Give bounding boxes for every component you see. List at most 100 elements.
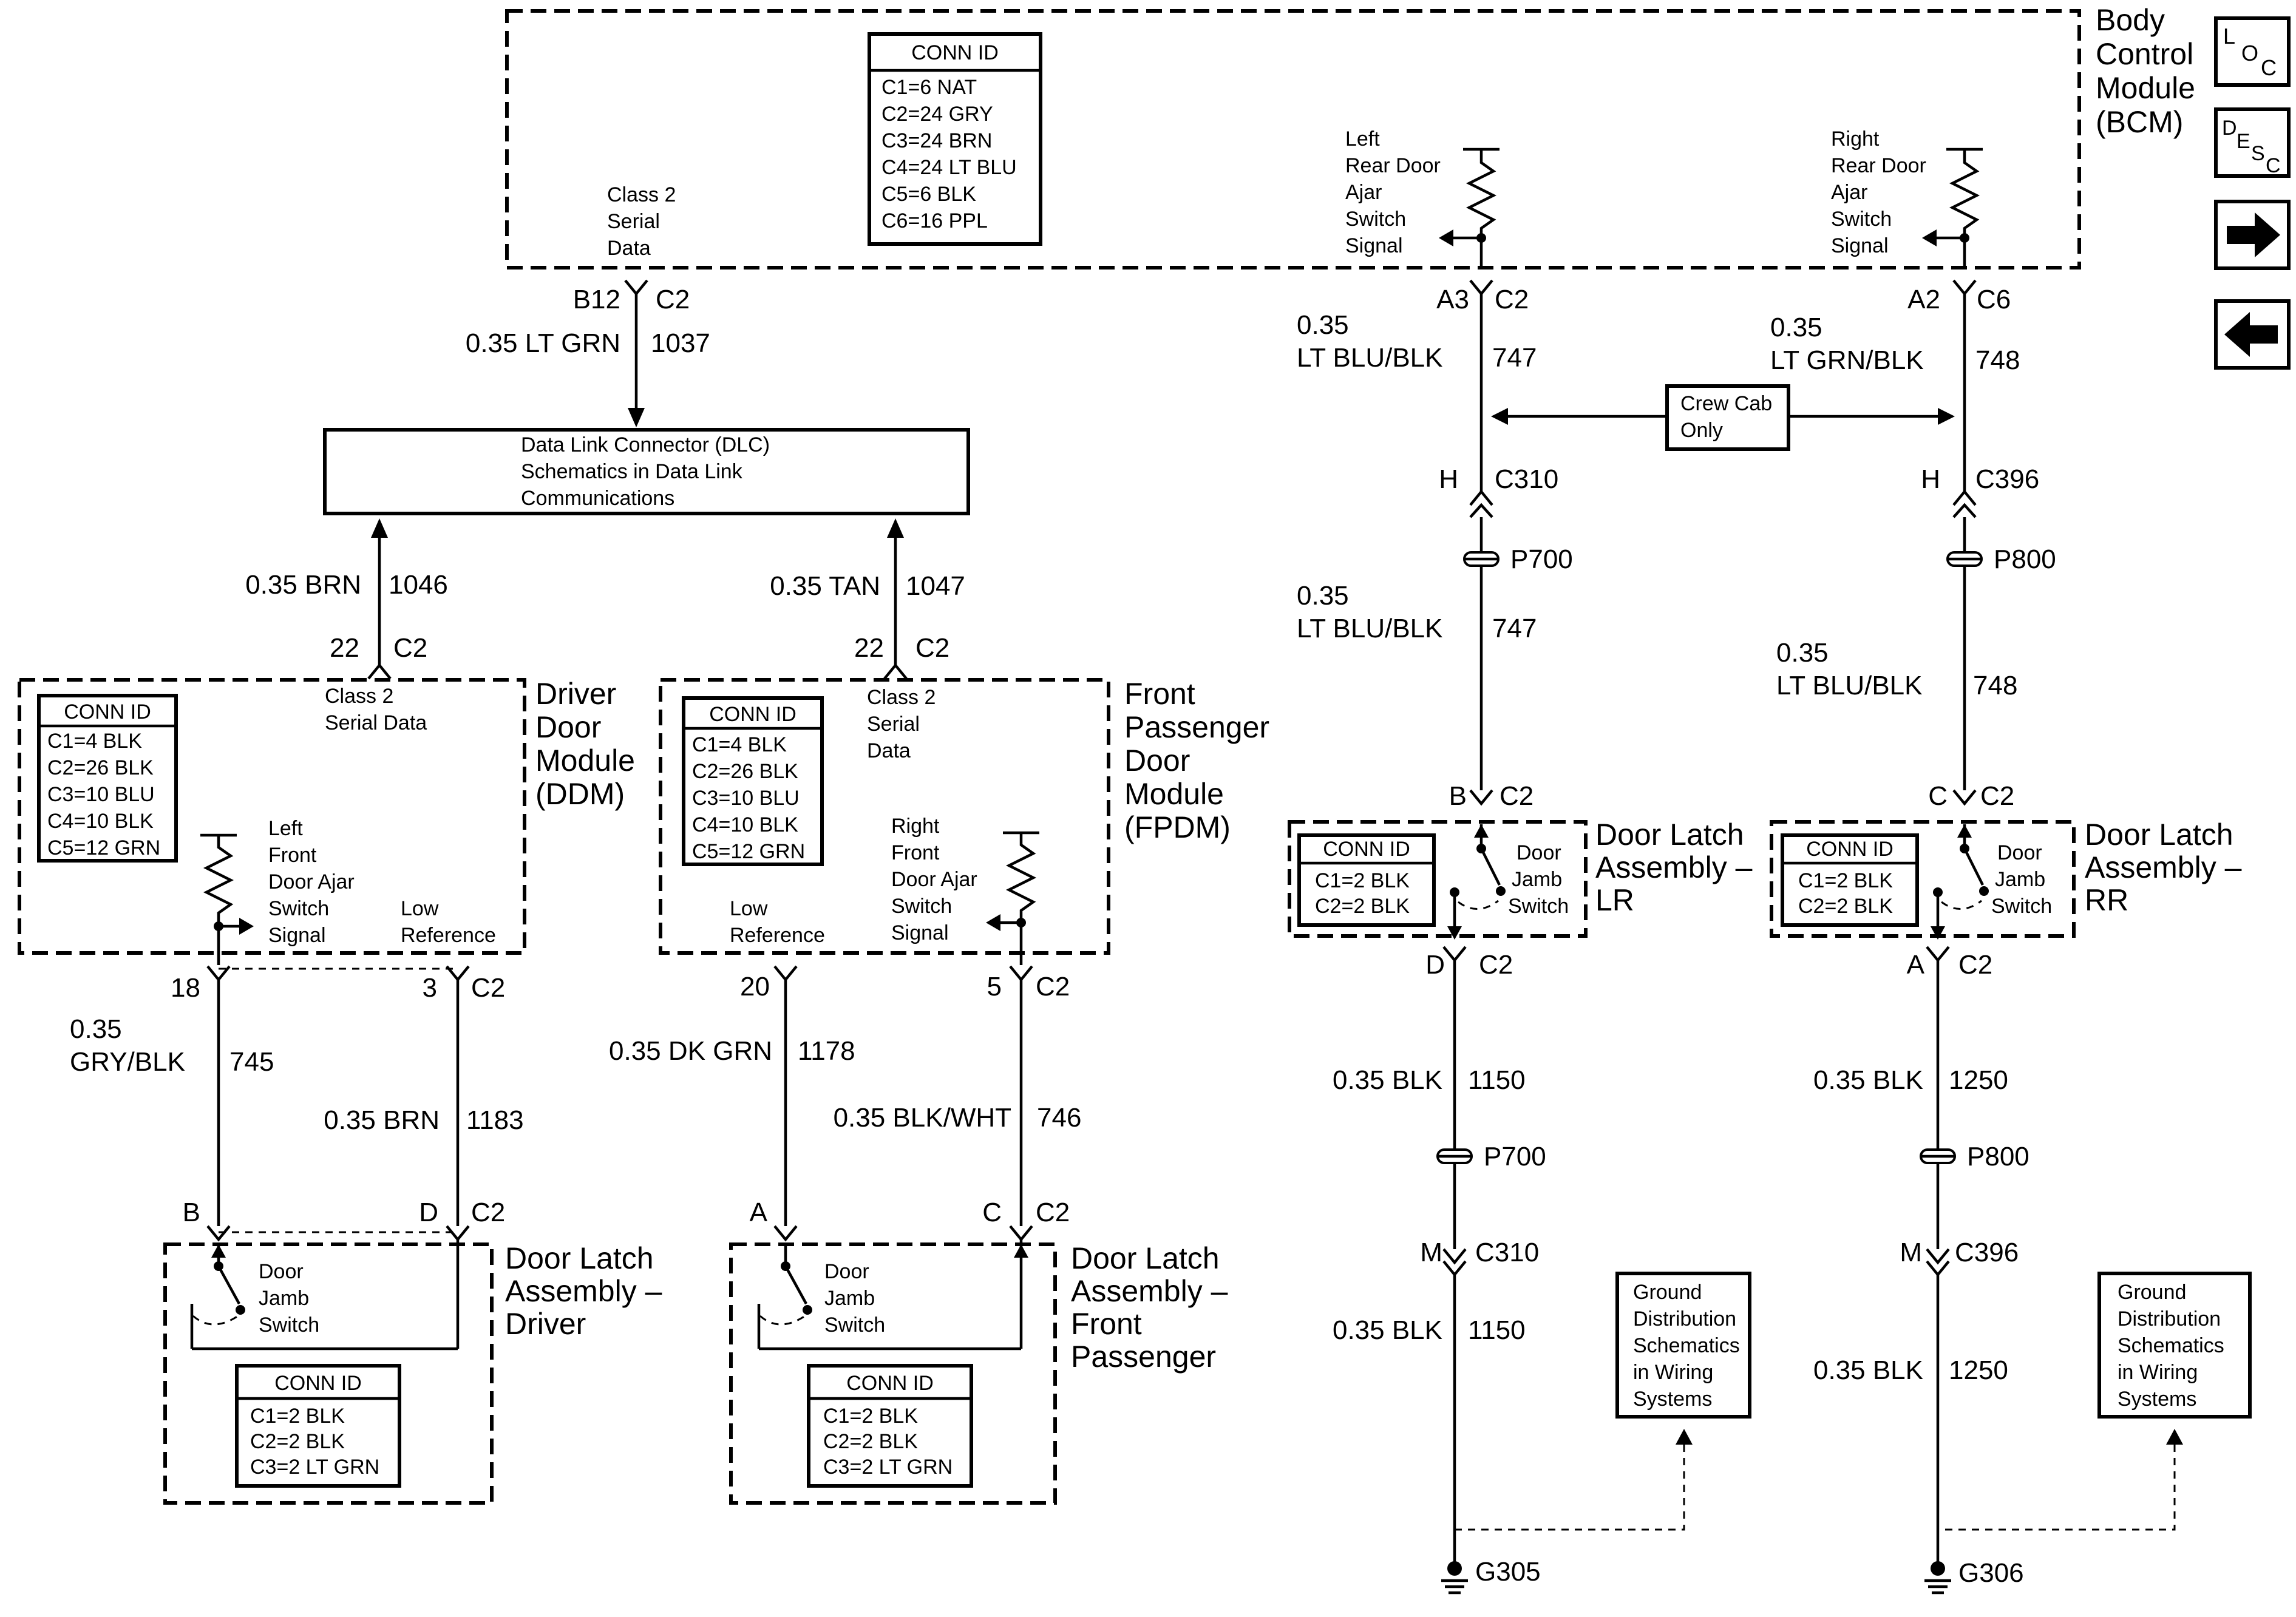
pass-through-icon: [1946, 551, 1983, 567]
pin-label: M: [1420, 1238, 1442, 1267]
ddm-wires: 18 3 C2 0.35 GRY/BLK 745 0.35 BRN 1183: [70, 965, 524, 1226]
fp-latch-switch-label: Door Jamb Switch: [824, 1260, 885, 1337]
conn-id-row: C1=2 BLK: [1315, 869, 1410, 892]
prev-arrow-icon[interactable]: [2214, 299, 2291, 370]
ref-line: Distribution: [2118, 1307, 2221, 1331]
label-line: Signal: [268, 924, 326, 947]
icon-letter: C: [2261, 55, 2277, 80]
door-jamb-switch-icon: [1447, 824, 1506, 940]
label-line: Low: [401, 897, 439, 920]
connector-label: C2: [656, 285, 690, 314]
name-line: Door Latch: [505, 1241, 654, 1275]
conn-id-row: C3=10 BLU: [692, 787, 800, 810]
fpdm-name: Front Passenger Door Module (FPDM): [1124, 677, 1269, 844]
next-arrow-icon[interactable]: [2214, 200, 2291, 270]
ref-line: Schematics: [1633, 1334, 1740, 1357]
ground-distribution-ref[interactable]: Ground Distribution Schematics in Wiring…: [1615, 1272, 1751, 1419]
name-line: (DDM): [535, 777, 625, 811]
connector-label: C2: [1495, 285, 1529, 314]
wire-gauge-color: 0.35 BLK: [1333, 1065, 1442, 1095]
name-line: Module: [535, 744, 635, 778]
dlc-box[interactable]: Data Link Connector (DLC) Schematics in …: [323, 428, 970, 515]
ground-distribution-ref[interactable]: Ground Distribution Schematics in Wiring…: [2097, 1272, 2252, 1419]
label-line: Serial: [867, 713, 920, 736]
name-line: Door: [535, 710, 601, 744]
conn-id-row: C1=6 NAT: [881, 76, 977, 99]
label-line: Rear Door: [1345, 154, 1441, 177]
circuit-number: 748: [1973, 671, 2017, 700]
pin-label: A: [1907, 950, 1925, 980]
fpdm-low-ref-label: Low Reference: [730, 897, 825, 947]
connector-label: C310: [1475, 1238, 1539, 1267]
pin-label: C: [982, 1198, 1002, 1227]
ref-line: Systems: [2118, 1388, 2196, 1411]
bcm-name-line: Module: [2096, 71, 2195, 105]
label-line: Signal: [1345, 234, 1403, 257]
loc-icon[interactable]: L O C: [2214, 16, 2291, 87]
connector-label: C2: [1036, 972, 1070, 1002]
conn-id-row: C2=2 BLK: [250, 1430, 345, 1453]
conn-id-row: C1=4 BLK: [47, 730, 142, 753]
fp-latch-name: Door Latch Assembly – Front Passenger: [1071, 1241, 1228, 1374]
conn-id-row: C3=2 LT GRN: [823, 1456, 953, 1479]
circuit-number: 1183: [466, 1105, 524, 1135]
label-line: Jamb: [1512, 868, 1562, 891]
conn-id-title: CONN ID: [1323, 838, 1410, 861]
icon-letter: E: [2237, 130, 2250, 153]
label-line: Door: [1517, 841, 1561, 864]
label-line: Right: [891, 815, 940, 838]
wire-color: GRY/BLK: [70, 1047, 185, 1077]
pass-through-label: P700: [1510, 544, 1573, 574]
conn-id-row: C4=24 LT BLU: [881, 156, 1017, 179]
name-line: Door Latch: [1595, 818, 1744, 852]
ref-line: Ground: [2118, 1281, 2186, 1304]
label-line: Ajar: [1831, 181, 1867, 204]
fpdm-class2-label: Class 2 Serial Data: [867, 686, 936, 762]
conn-id-title: CONN ID: [709, 703, 796, 726]
pin-label: B12: [573, 285, 620, 314]
pass-through-icon: [1920, 1148, 1956, 1164]
wire-gauge-color: 0.35 TAN: [770, 571, 880, 601]
name-line: Door Latch: [2085, 818, 2233, 852]
wire-gauge: 0.35: [70, 1014, 122, 1044]
connector-label: C2: [393, 633, 427, 663]
label-line: Data: [867, 739, 911, 762]
conn-id-row: C1=2 BLK: [823, 1405, 918, 1428]
bcm-conn-id-table: CONN ID C1=6 NAT C2=24 GRY C3=24 BRN C4=…: [868, 32, 1042, 246]
conn-id-title: CONN ID: [1806, 838, 1894, 861]
label-line: Data: [607, 237, 651, 260]
pin-label: H: [1921, 464, 1940, 494]
circuit-number: 1047: [906, 571, 965, 601]
pin-label: 5: [987, 972, 1002, 1002]
ref-line: Distribution: [1633, 1307, 1736, 1331]
label-line: Switch: [259, 1314, 319, 1337]
name-line: Front: [1071, 1307, 1142, 1341]
circuit-number: 747: [1492, 614, 1537, 643]
name-line: RR: [2085, 883, 2128, 917]
label-line: Switch: [1991, 895, 2052, 918]
dlc-line: Data Link Connector (DLC): [521, 433, 770, 456]
driver-latch-name: Door Latch Assembly – Driver: [505, 1241, 662, 1341]
label-line: Door: [824, 1260, 869, 1283]
circuit-number: 1250: [1949, 1065, 2008, 1095]
label-line: Signal: [891, 921, 949, 944]
wire-color: LT BLU/BLK: [1297, 343, 1443, 373]
conn-id-row: C6=16 PPL: [881, 209, 988, 232]
circuit-number: 1250: [1949, 1355, 2008, 1385]
name-line: Driver: [505, 1307, 586, 1341]
label-line: Class 2: [607, 183, 676, 206]
label-line: Switch: [1831, 208, 1892, 231]
label-line: Low: [730, 897, 768, 920]
lr-conn-id-table: CONN ID C1=2 BLK C2=2 BLK: [1297, 833, 1436, 927]
desc-icon[interactable]: D E S C: [2214, 107, 2291, 178]
rr-circuit: A2 C6 0.35 LT GRN/BLK 748 H C396 P800 0.…: [1770, 279, 2252, 1595]
resistor-icon: [1439, 147, 1500, 267]
label-line: Switch: [891, 895, 952, 918]
conn-id-row: C2=2 BLK: [1798, 895, 1893, 918]
circuit-number: 1150: [1468, 1315, 1526, 1345]
crew-cab-note: Crew Cab Only: [1491, 384, 1955, 451]
pin-label: D: [1425, 950, 1445, 980]
name-line: Assembly –: [1071, 1274, 1228, 1308]
wire-gauge: 0.35: [1770, 313, 1822, 342]
